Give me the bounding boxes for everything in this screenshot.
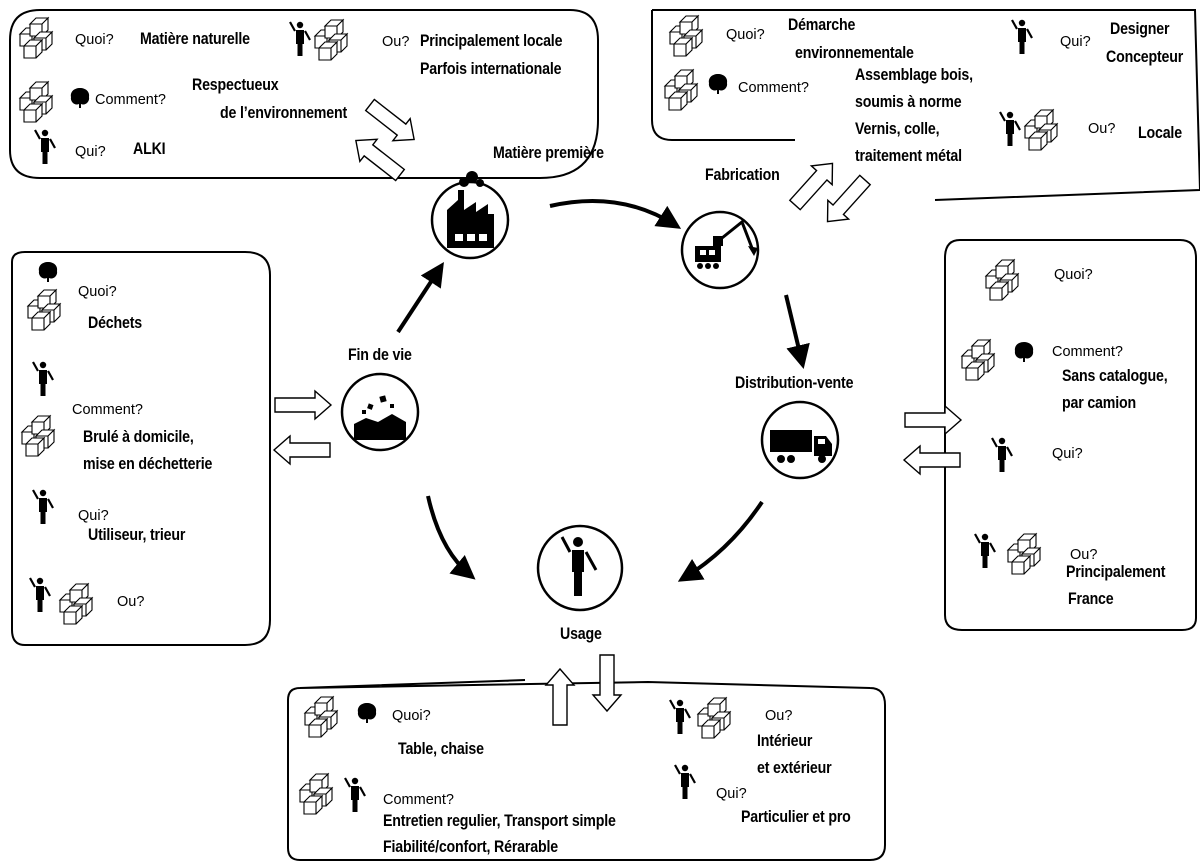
fab-quoi-value-1: Démarche	[788, 16, 856, 34]
node-fin-de-vie	[340, 372, 420, 452]
usage-qui-value: Particulier et pro	[741, 808, 851, 826]
mp-comment-value-1: Respectueux	[192, 76, 279, 94]
excavator-icon	[695, 219, 758, 269]
usage-comment-value-1: Entretien regulier, Transport simple	[383, 812, 616, 830]
node-matiere-premiere	[430, 171, 510, 260]
arrow-findevie-to-usage	[426, 495, 476, 580]
fdv-qui-value: Utiliseur, trieur	[88, 526, 186, 544]
mp-ou-label: Ou?	[382, 34, 410, 50]
fab-comment-value-3: Vernis, colle,	[855, 120, 940, 138]
usage-comment-label: Comment?	[383, 792, 454, 808]
usage-quoi-value: Table, chaise	[398, 740, 484, 758]
fab-qui-value-1: Designer	[1110, 20, 1170, 38]
fdv-comment-value-2: mise en déchetterie	[83, 455, 213, 473]
mp-quoi-value: Matière naturelle	[140, 30, 250, 48]
box-fabrication	[651, 9, 1200, 201]
fdv-ou-label: Ou?	[117, 594, 145, 610]
stage-label-matiere-premiere: Matière première	[493, 144, 604, 162]
arrow-findevie-to-matiere	[396, 261, 444, 334]
fdv-quoi-value: Déchets	[88, 314, 143, 332]
hollow-arrow-box-to-usage	[545, 668, 575, 726]
usage-qui-label: Qui?	[716, 786, 747, 802]
usage-ou-value-1: Intérieur	[757, 732, 813, 750]
fab-ou-value: Locale	[1138, 124, 1182, 142]
usage-ou-label: Ou?	[765, 708, 793, 724]
dist-qui-label: Qui?	[1052, 446, 1083, 462]
stage-label-distribution: Distribution-vente	[735, 374, 854, 392]
mp-ou-value-2: Parfois internationale	[420, 60, 562, 78]
fdv-quoi-label: Quoi?	[78, 284, 117, 300]
factory-icon	[447, 171, 494, 248]
arrow-matiere-to-fabrication	[549, 199, 682, 229]
mp-ou-value-1: Principalement locale	[420, 32, 563, 50]
stage-label-usage: Usage	[560, 625, 602, 643]
fab-comment-value-2: soumis à norme	[855, 93, 962, 111]
arrow-distribution-to-usage	[677, 500, 764, 582]
mp-comment-label: Comment?	[95, 92, 166, 108]
mp-comment-value-2: de l’environnement	[220, 104, 348, 122]
hollow-arrow-distribution-to-box	[904, 405, 962, 435]
mp-quoi-label: Quoi?	[75, 32, 114, 48]
dist-ou-label: Ou?	[1070, 547, 1098, 563]
hollow-arrow-box-to-distribution	[903, 445, 961, 475]
box-distribution	[944, 239, 1197, 631]
hollow-arrow-findevie-to-box	[273, 435, 331, 465]
node-distribution	[760, 400, 840, 480]
fab-comment-value-1: Assemblage bois,	[855, 66, 973, 84]
dist-comment-label: Comment?	[1052, 344, 1123, 360]
stage-label-fabrication: Fabrication	[705, 166, 780, 184]
fab-comment-label: Comment?	[738, 80, 809, 96]
usage-ou-value-2: et extérieur	[757, 759, 832, 777]
dist-comment-value-2: par camion	[1062, 394, 1136, 412]
box-matiere-premiere	[9, 9, 599, 179]
mp-qui-value: ALKI	[133, 140, 166, 158]
arrow-fabrication-to-distribution	[784, 294, 810, 370]
mp-qui-label: Qui?	[75, 144, 106, 160]
truck-icon	[770, 430, 832, 463]
hollow-arrow-box-to-findevie	[274, 390, 332, 420]
fab-ou-label: Ou?	[1088, 121, 1116, 137]
stage-label-fin-de-vie: Fin de vie	[348, 346, 412, 364]
fab-qui-value-2: Concepteur	[1106, 48, 1184, 66]
dist-quoi-label: Quoi?	[1054, 267, 1093, 283]
dist-comment-value-1: Sans catalogue,	[1062, 367, 1168, 385]
dist-ou-value-2: France	[1068, 590, 1114, 608]
fdv-comment-label: Comment?	[72, 402, 143, 418]
node-fabrication	[680, 210, 760, 290]
box-usage	[287, 679, 886, 861]
fab-comment-value-4: traitement métal	[855, 147, 962, 165]
fdv-comment-value-1: Brulé à domicile,	[83, 428, 194, 446]
fab-quoi-value-2: environnementale	[795, 44, 914, 62]
fdv-qui-label: Qui?	[78, 508, 109, 524]
dist-ou-value-1: Principalement	[1066, 563, 1166, 581]
fab-quoi-label: Quoi?	[726, 27, 765, 43]
box-fin-de-vie	[11, 251, 271, 646]
usage-quoi-label: Quoi?	[392, 708, 431, 724]
landfill-icon	[354, 395, 406, 440]
fab-qui-label: Qui?	[1060, 34, 1091, 50]
node-usage	[536, 524, 624, 612]
user-icon	[560, 536, 598, 596]
usage-comment-value-2: Fiabilité/confort, Rérarable	[383, 838, 558, 856]
cycle-arrows	[396, 199, 810, 582]
